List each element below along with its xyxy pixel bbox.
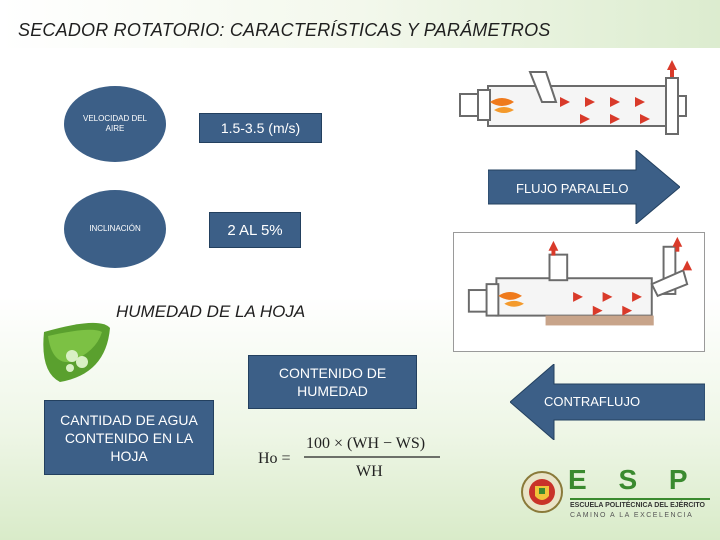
inclinacion-label: INCLINACIÓN <box>89 224 141 233</box>
velocidad-label: VELOCIDAD DEL AIRE <box>82 114 148 133</box>
velocidad-value-box: 1.5-3.5 (m/s) <box>199 113 322 143</box>
dryer-parallel-diagram <box>459 60 687 135</box>
inclinacion-value: 2 AL 5% <box>227 221 283 239</box>
contraflujo-label: CONTRAFLUJO <box>544 394 641 409</box>
inclinacion-circle: INCLINACIÓN <box>64 190 166 268</box>
espe-logo-rule <box>570 498 710 500</box>
cantidad-agua-label: CANTIDAD DE AGUA CONTENIDO EN LA HOJA <box>60 411 198 464</box>
inclinacion-value-box: 2 AL 5% <box>209 212 301 248</box>
formula-denominator: WH <box>356 463 383 480</box>
contenido-humedad-box: CONTENIDO DE HUMEDAD <box>248 355 417 409</box>
leaf-icon <box>43 322 110 382</box>
arrow-contraflujo <box>510 364 705 440</box>
velocidad-circle: VELOCIDAD DEL AIRE <box>64 86 166 162</box>
espe-logo-name: E S P E <box>568 464 720 495</box>
espe-logo-line2: CAMINO A LA EXCELENCIA <box>570 512 694 519</box>
slide-title: SECADOR ROTATORIO: CARACTERÍSTICAS Y PAR… <box>18 20 551 40</box>
velocidad-value: 1.5-3.5 (m/s) <box>220 120 301 136</box>
title-bar <box>0 0 720 48</box>
flujo-paralelo-label: FLUJO PARALELO <box>516 181 629 196</box>
humedad-title: HUMEDAD DE LA HOJA <box>116 302 306 321</box>
espe-logo-line1: ESCUELA POLITÉCNICA DEL EJÉRCITO <box>570 502 705 509</box>
formula-numerator: 100 × (WH − WS) <box>306 435 425 452</box>
contenido-humedad-label: CONTENIDO DE HUMEDAD <box>278 365 387 399</box>
espe-logo: E S P E ESCUELA POLITÉCNICA DEL EJÉRCITO… <box>520 462 720 524</box>
humidity-formula: Ho = 100 × (WH − WS) WH <box>258 435 440 480</box>
arrow-flujo-paralelo <box>488 150 680 224</box>
formula-lhs: Ho = <box>258 450 291 467</box>
espe-seal-icon <box>521 471 563 513</box>
dryer-contraflujo-diagram <box>453 232 705 352</box>
cantidad-agua-box: CANTIDAD DE AGUA CONTENIDO EN LA HOJA <box>44 400 214 475</box>
